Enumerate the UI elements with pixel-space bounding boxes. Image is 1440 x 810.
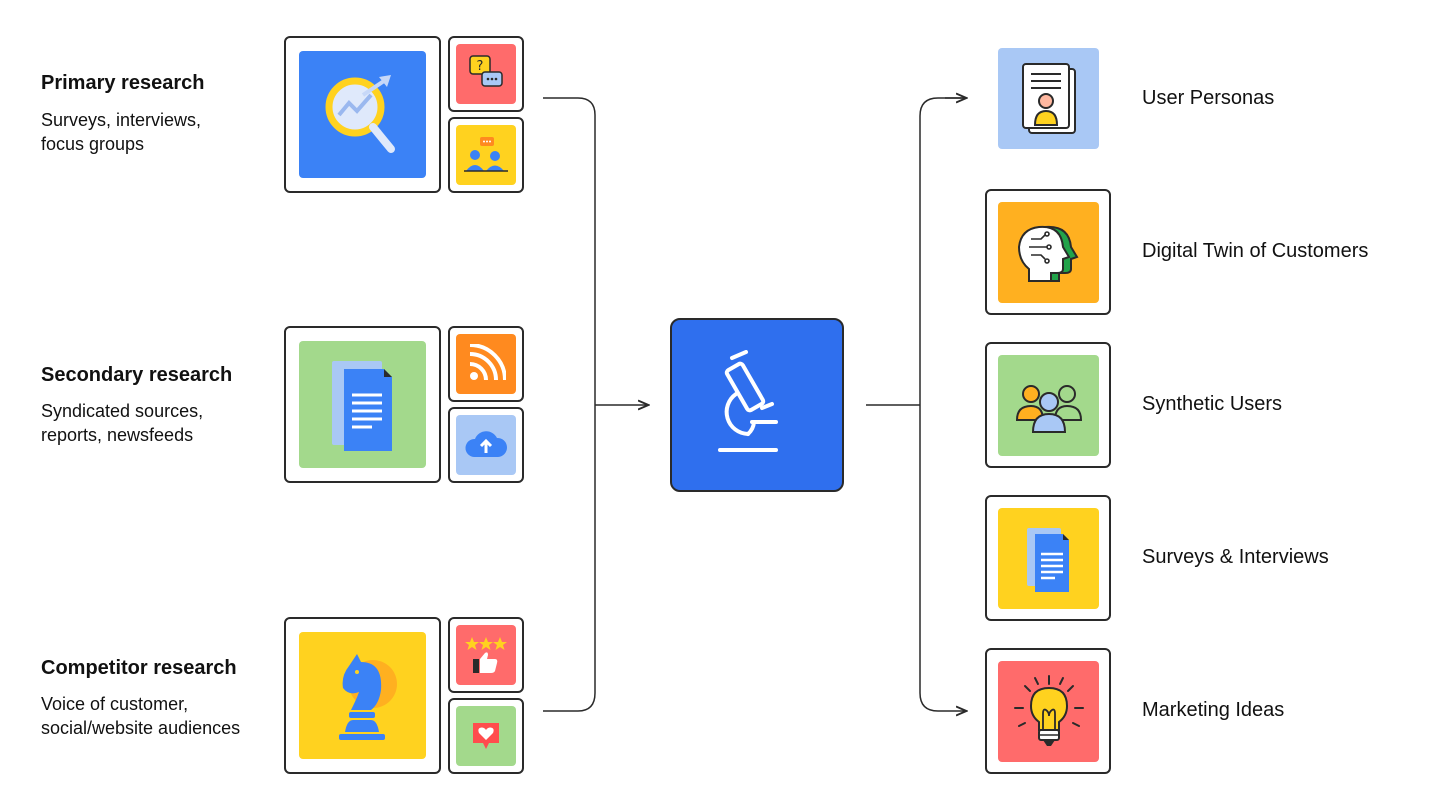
secondary-research-title: Secondary research <box>41 364 233 386</box>
surveys-interviews-frame <box>985 495 1111 621</box>
sources-bracket <box>543 97 596 712</box>
primary-research-line-1: Surveys, interviews, <box>41 110 202 130</box>
primary-research-main-frame <box>284 36 441 193</box>
output-surveys-interviews: Surveys & Interviews <box>1142 546 1329 568</box>
interview-frame <box>448 117 524 193</box>
digital-twin-head-icon <box>998 202 1099 303</box>
question-chat-frame: ? <box>448 36 524 112</box>
rating-frame <box>448 617 524 693</box>
question-chat-icon: ? <box>456 44 516 104</box>
output-marketing-ideas: Marketing Ideas <box>1142 699 1285 721</box>
secondary-research-line-2: reports, newsfeeds <box>41 425 194 445</box>
output-user-personas: User Personas <box>1142 87 1275 109</box>
cloud-upload-icon <box>456 415 516 475</box>
chess-knight-icon <box>299 632 426 759</box>
competitor-research-line-1: Voice of customer, <box>41 694 189 714</box>
primary-research-description: Surveys, interviews, focus groups <box>41 108 201 156</box>
output-synthetic-users: Synthetic Users <box>1142 393 1283 415</box>
interview-people-icon <box>456 125 516 185</box>
synthetic-users-frame <box>985 342 1111 468</box>
favorite-frame <box>448 698 524 774</box>
synthetic-users-group-icon <box>998 355 1099 456</box>
digital-twin-frame <box>985 189 1111 315</box>
competitor-research-description: Voice of customer, social/website audien… <box>41 692 240 740</box>
survey-document-icon <box>998 508 1099 609</box>
marketing-ideas-frame <box>985 648 1111 774</box>
rss-frame <box>448 326 524 402</box>
secondary-research-main-frame <box>284 326 441 483</box>
heart-notification-icon <box>456 706 516 766</box>
svg-text:?: ? <box>477 59 484 74</box>
primary-research-title: Primary research <box>41 72 205 94</box>
microscope-icon <box>718 350 778 452</box>
documents-icon <box>299 341 426 468</box>
competitor-research-main-frame <box>284 617 441 774</box>
lightbulb-icon <box>998 661 1099 762</box>
star-rating-thumbs-up-icon <box>456 625 516 685</box>
cloud-upload-frame <box>448 407 524 483</box>
competitor-research-line-2: social/website audiences <box>41 718 241 738</box>
microscope-hub <box>670 318 844 492</box>
output-digital-twin: Digital Twin of Customers <box>1142 240 1369 262</box>
rss-feed-icon <box>456 334 516 394</box>
secondary-research-line-1: Syndicated sources, <box>41 401 204 421</box>
user-persona-icon <box>998 48 1099 149</box>
magnifier-chart-icon <box>299 51 426 178</box>
secondary-research-description: Syndicated sources, reports, newsfeeds <box>41 399 203 447</box>
primary-research-line-2: focus groups <box>41 134 145 154</box>
outputs-bracket <box>919 97 965 711</box>
competitor-research-title: Competitor research <box>41 657 237 679</box>
